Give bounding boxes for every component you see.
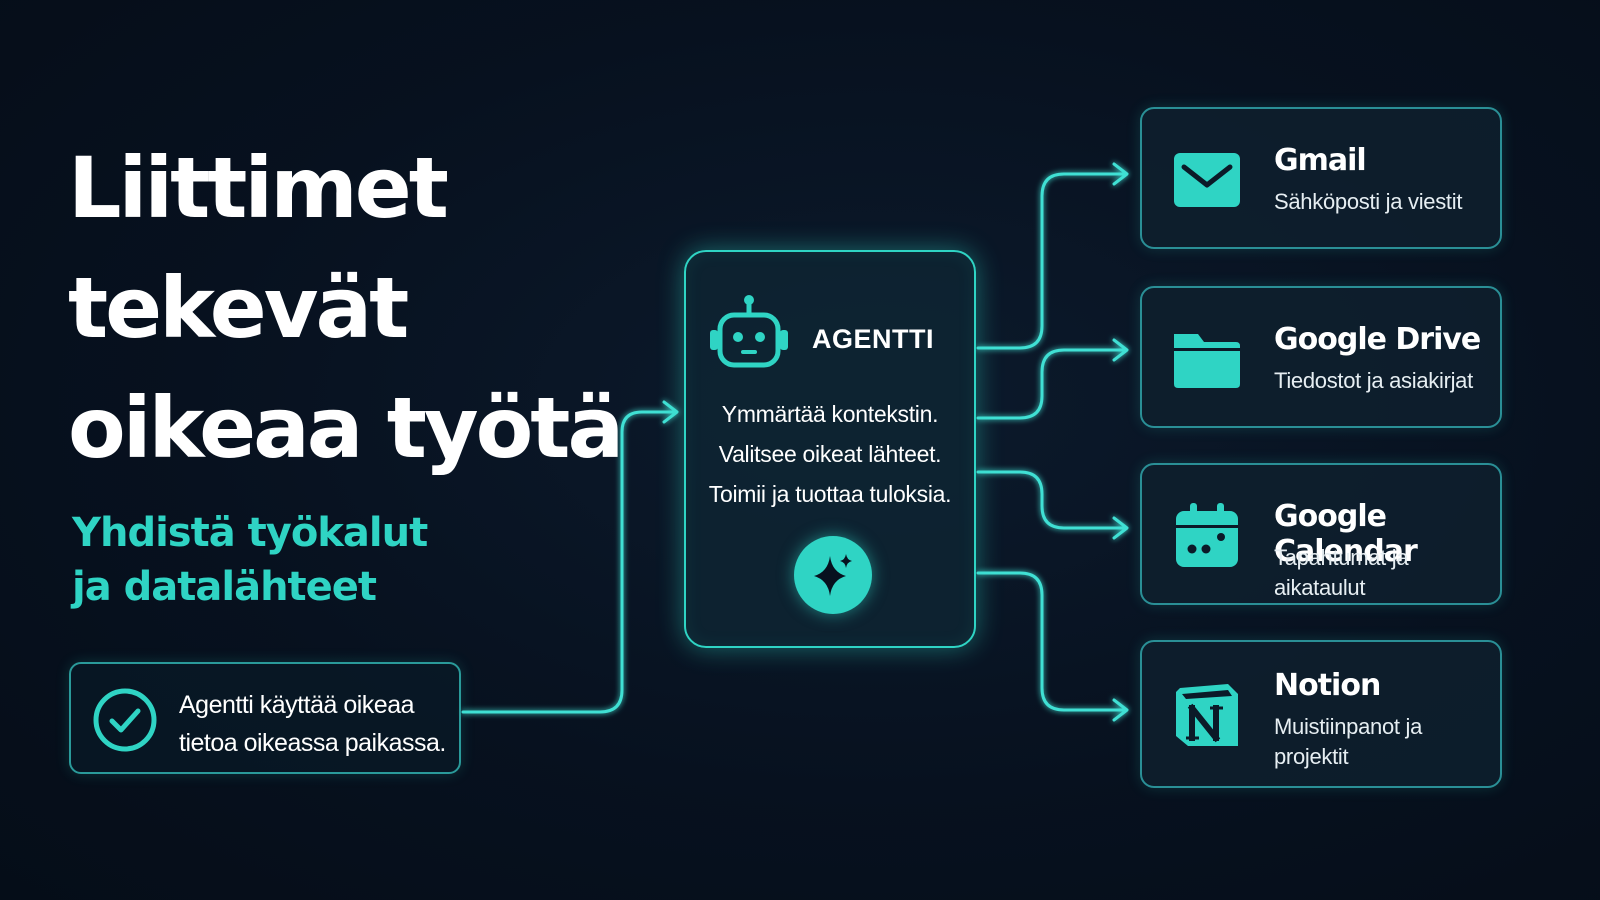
connector-title: Google Drive xyxy=(1274,322,1481,357)
calendar-icon xyxy=(1176,503,1238,567)
line-agent-to-notion xyxy=(976,571,1126,712)
line-agent-to-gmail xyxy=(976,172,1126,350)
arrowhead-gmail xyxy=(1112,162,1129,186)
connector-title: Gmail xyxy=(1274,143,1367,178)
title-line: tekevät xyxy=(68,259,409,357)
connector-title: Notion xyxy=(1274,668,1381,703)
connector-description: Tapahtumat ja aikataulut xyxy=(1274,545,1409,600)
line-agent-to-drive xyxy=(976,348,1126,420)
subtitle-line: ja datalähteet xyxy=(72,564,377,610)
note-line: tietoa oikeassa paikassa. xyxy=(179,729,446,757)
title-line: oikeaa työtä xyxy=(68,379,624,477)
note-text: Agentti käyttää oikeaa tietoa oikeassa p… xyxy=(179,686,459,762)
notion-icon xyxy=(1176,684,1238,746)
connector-description: Muistiinpanot ja projektit xyxy=(1274,714,1423,769)
connector-card-google-calendar[interactable]: Google Calendar Tapahtumat ja aikataulut xyxy=(1140,463,1502,605)
connector-card-gmail[interactable]: Gmail Sähköposti ja viestit xyxy=(1140,107,1502,249)
page-title: Liittimet tekevät oikeaa työtä xyxy=(68,128,628,488)
agent-description: Ymmärtää kontekstin. Valitsee oikeat läh… xyxy=(686,394,974,514)
subtitle-line: Yhdistä työkalut xyxy=(72,510,428,556)
agent-box: AGENTTI Ymmärtää kontekstin. Valitsee oi… xyxy=(684,250,976,648)
title-line: Liittimet xyxy=(68,139,449,237)
sparkle-button xyxy=(794,536,872,614)
agent-line: Valitsee oikeat lähteet. xyxy=(718,441,942,467)
connector-description: Tiedostot ja asiakirjat xyxy=(1274,368,1473,393)
check-circle-icon xyxy=(93,688,157,752)
connector-title: Google Calendar xyxy=(1274,499,1418,569)
arrowhead-notion xyxy=(1112,698,1129,722)
note-box: Agentti käyttää oikeaa tietoa oikeassa p… xyxy=(69,662,461,774)
agent-line: Ymmärtää kontekstin. xyxy=(721,401,939,427)
line-agent-to-calendar xyxy=(976,470,1126,530)
agent-line: Toimii ja tuottaa tuloksia. xyxy=(708,481,952,507)
subtitle: Yhdistä työkalut ja datalähteet xyxy=(72,506,492,614)
connector-card-notion[interactable]: Notion Muistiinpanot ja projektit xyxy=(1140,640,1502,788)
arrowhead-agent xyxy=(662,400,679,424)
connector-description: Sähköposti ja viestit xyxy=(1274,189,1463,214)
arrowhead-drive xyxy=(1112,338,1129,362)
agent-title: AGENTTI xyxy=(812,324,934,354)
line-note-to-agent xyxy=(461,410,676,714)
robot-icon xyxy=(710,295,788,368)
connector-card-google-drive[interactable]: Google Drive Tiedostot ja asiakirjat xyxy=(1140,286,1502,428)
note-line: Agentti käyttää oikeaa xyxy=(179,691,415,719)
folder-icon xyxy=(1174,334,1240,388)
mail-icon xyxy=(1174,153,1240,207)
sparkle-icon xyxy=(814,554,852,596)
arrowhead-calendar xyxy=(1112,516,1129,540)
